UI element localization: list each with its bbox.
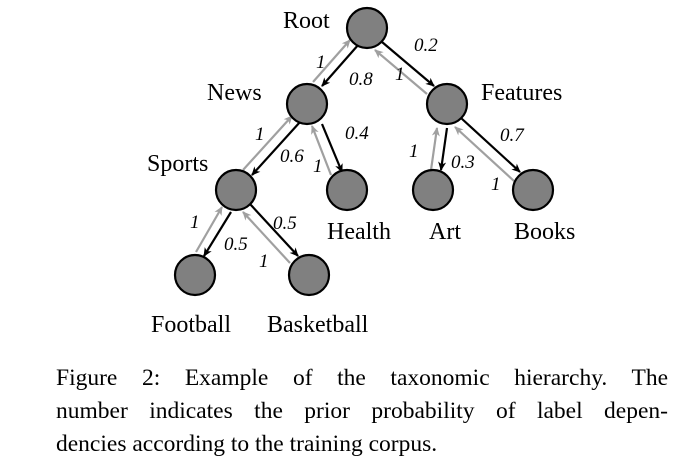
edge-health-news-up [310, 125, 333, 176]
prob-sports-football-up: 1 [190, 212, 200, 233]
edge-sports-news-up [242, 115, 293, 171]
edge-sports-basketball-down [249, 203, 299, 257]
edge-features-books-down [460, 117, 521, 173]
prob-features-books-up: 1 [491, 174, 501, 195]
label-health: Health [327, 219, 391, 245]
prob-sports-basketball-up: 1 [259, 251, 269, 272]
prob-features-art-down: 0.3 [451, 152, 475, 173]
prob-sports-basketball-down: 0.5 [273, 213, 297, 234]
edge-news-root-up [312, 39, 351, 83]
node-football [173, 253, 217, 297]
edge-books-features-up [454, 126, 515, 182]
label-news: News [207, 80, 262, 106]
edge-root-news-down [321, 43, 360, 87]
edge-features-root-up [374, 49, 428, 95]
prob-root-features-up: 1 [395, 64, 405, 85]
label-root: Root [283, 8, 330, 34]
edge-sports-football-down [203, 211, 232, 257]
edge-root-features-down [381, 41, 435, 87]
prob-news-health-down: 0.4 [345, 123, 369, 144]
prob-features-books-down: 0.7 [500, 125, 525, 146]
label-art: Art [429, 219, 461, 245]
label-football: Football [151, 312, 231, 338]
edge-art-features-up [429, 127, 440, 171]
caption-line-2: number indicates the prior probability o… [56, 398, 668, 424]
node-books [511, 168, 555, 212]
node-health [325, 168, 369, 212]
label-features: Features [481, 80, 562, 106]
label-books: Books [514, 219, 575, 245]
label-sports: Sports [147, 151, 208, 177]
node-basketball [287, 253, 331, 297]
node-features [425, 82, 469, 126]
edge-football-sports-up [195, 206, 223, 253]
edge-basketball-sports-up [242, 211, 291, 264]
prob-features-art-up: 1 [409, 141, 419, 162]
label-basketball: Basketball [267, 312, 369, 338]
prob-news-health-up: 1 [313, 156, 323, 177]
caption-line-1: Figure 2: Example of the taxonomic hiera… [56, 365, 668, 391]
prob-sports-football-down: 0.5 [224, 234, 248, 255]
edge-news-sports-down [251, 121, 301, 176]
figure-caption: Figure 2: Example of the taxonomic hiera… [56, 362, 668, 461]
node-root [345, 6, 389, 50]
caption-line-3: dencies according to the training corpus… [56, 431, 438, 457]
prob-root-news-down: 0.8 [349, 69, 373, 90]
node-art [411, 168, 455, 212]
prob-root-features-down: 0.2 [414, 35, 438, 56]
edge-news-health-down [320, 123, 344, 173]
node-sports [214, 168, 258, 212]
edge-features-art-down [438, 127, 449, 171]
prob-root-news-up: 1 [316, 52, 326, 73]
node-news [285, 82, 329, 126]
prob-news-sports-up: 1 [255, 124, 265, 145]
taxonomy-diagram: Root News Features Sports Health Art Boo… [147, 6, 575, 338]
prob-news-sports-down: 0.6 [280, 146, 304, 167]
